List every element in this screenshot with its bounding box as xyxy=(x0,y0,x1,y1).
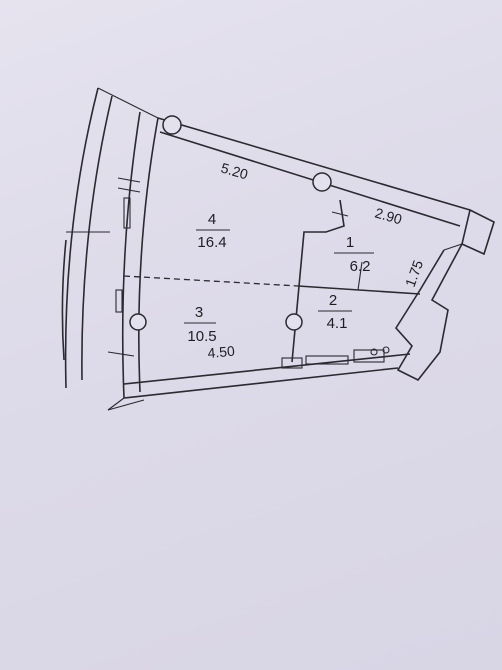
top-outer-wall xyxy=(157,117,471,211)
entrance-cap xyxy=(443,243,463,251)
left-room-wall-inner xyxy=(138,117,159,393)
left-room-wall xyxy=(121,111,141,399)
left-door-mark xyxy=(115,289,123,313)
left-inner-wall-line xyxy=(81,95,113,381)
column-circle xyxy=(129,313,147,331)
room-1-area: 6.2 xyxy=(350,258,371,275)
top-inner-wall xyxy=(159,131,461,227)
wall-tick xyxy=(107,351,135,357)
bottom-fixture xyxy=(305,355,349,365)
right-diagonal-wall xyxy=(395,243,463,382)
left-outer-wall xyxy=(64,87,99,389)
room-3-area: 10.5 xyxy=(187,328,216,345)
room-1-number: 1 xyxy=(346,234,354,251)
bottom-fixture xyxy=(353,349,385,363)
right-entrance-block xyxy=(461,208,495,256)
bottom-inner-wall xyxy=(123,353,411,385)
bottom-outer-wall xyxy=(123,367,399,399)
column-circle xyxy=(285,313,303,331)
room-3-number: 3 xyxy=(195,304,203,321)
dimension-right-top-wall: 2.90 xyxy=(373,205,404,228)
partition-tick xyxy=(331,211,349,217)
left-window-mark xyxy=(123,197,131,229)
column-circle xyxy=(312,172,332,192)
fixture-dot xyxy=(370,348,378,356)
room-2-area: 4.1 xyxy=(327,315,348,332)
bathroom-partition xyxy=(291,199,345,363)
room-divider-1-2 xyxy=(297,285,421,295)
dimension-top-wall: 5.20 xyxy=(219,160,250,183)
room-1-door xyxy=(357,261,363,291)
room-4-number: 4 xyxy=(208,211,216,228)
bottom-left-link xyxy=(107,397,125,411)
column-circle xyxy=(162,115,182,135)
left-window-segment xyxy=(61,239,67,361)
bottom-left-cap xyxy=(107,399,145,411)
room-4-area: 16.4 xyxy=(197,234,226,251)
zone-dashed-line xyxy=(123,275,299,287)
wall-tick xyxy=(117,177,141,183)
dimension-bottom-wall: 4.50 xyxy=(207,343,236,361)
fixture-dot xyxy=(382,346,390,354)
top-left-cap xyxy=(97,87,159,119)
wall-tick xyxy=(117,187,141,193)
room-2-number: 2 xyxy=(329,292,337,309)
